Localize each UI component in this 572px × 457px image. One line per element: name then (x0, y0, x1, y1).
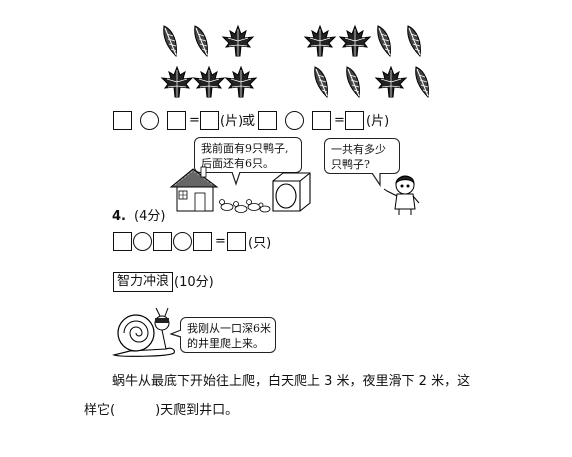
bubble-text-line: 我刚从一口深6米 (187, 322, 271, 335)
equals-sign: = (334, 113, 345, 128)
challenge-score: (10分) (174, 275, 214, 290)
answer-box[interactable] (193, 232, 212, 251)
operator-circle[interactable] (173, 232, 192, 251)
answer-box[interactable] (200, 111, 219, 130)
bubble-text-line: 一共有多少 (331, 143, 386, 156)
speech-bubble-ducks: 我前面有9只鸭子, 后面还有6只。 (194, 137, 302, 173)
answer-box[interactable] (345, 111, 364, 130)
answer-box[interactable] (167, 111, 186, 130)
house-icon (169, 166, 219, 212)
bubble-tail (231, 172, 241, 186)
answer-box[interactable] (113, 232, 132, 251)
problem-text-line-2: 样它()天爬到井口。 (84, 403, 239, 418)
equals-sign: = (189, 113, 200, 128)
bubble-text-line: 我前面有9只鸭子, (201, 142, 289, 155)
or-label: 或 (242, 114, 256, 129)
answer-box[interactable] (153, 232, 172, 251)
operator-circle[interactable] (140, 111, 159, 130)
answer-box[interactable] (227, 232, 246, 251)
speech-bubble-snail: 我刚从一口深6米 的井里爬上来。 (180, 317, 276, 353)
answer-box[interactable] (113, 111, 132, 130)
question-score: (4分) (134, 209, 166, 224)
answer-box[interactable] (258, 111, 277, 130)
unit-label: (片) (220, 114, 244, 129)
bubble-text-line: 只鸭子? (331, 158, 370, 171)
bubble-text-line: 的井里爬上来。 (187, 337, 264, 350)
boy-icon (383, 175, 420, 215)
unit-label: (只) (248, 236, 272, 251)
bubble-text-line: 后面还有6只。 (201, 157, 274, 170)
problem-text-line-1: 蜗牛从最底下开始往上爬，白天爬上 3 米，夜里滑下 2 米，这 (112, 374, 471, 389)
operator-circle[interactable] (285, 111, 304, 130)
bubble-tail (371, 173, 381, 187)
challenge-label: 智力冲浪 (113, 272, 174, 292)
leaf-illustration (161, 25, 429, 98)
question-number: 4. (112, 209, 126, 224)
equals-sign: = (215, 234, 226, 249)
duck-scene-illustration (169, 166, 420, 215)
operator-circle[interactable] (133, 232, 152, 251)
speech-bubble-boy: 一共有多少 只鸭子? (324, 138, 400, 174)
bubble-tail (170, 329, 182, 338)
snail-icon (112, 307, 175, 357)
duck-icon (219, 199, 271, 213)
box-icon (272, 172, 311, 212)
answer-box[interactable] (312, 111, 331, 130)
unit-label: (片) (366, 114, 390, 129)
